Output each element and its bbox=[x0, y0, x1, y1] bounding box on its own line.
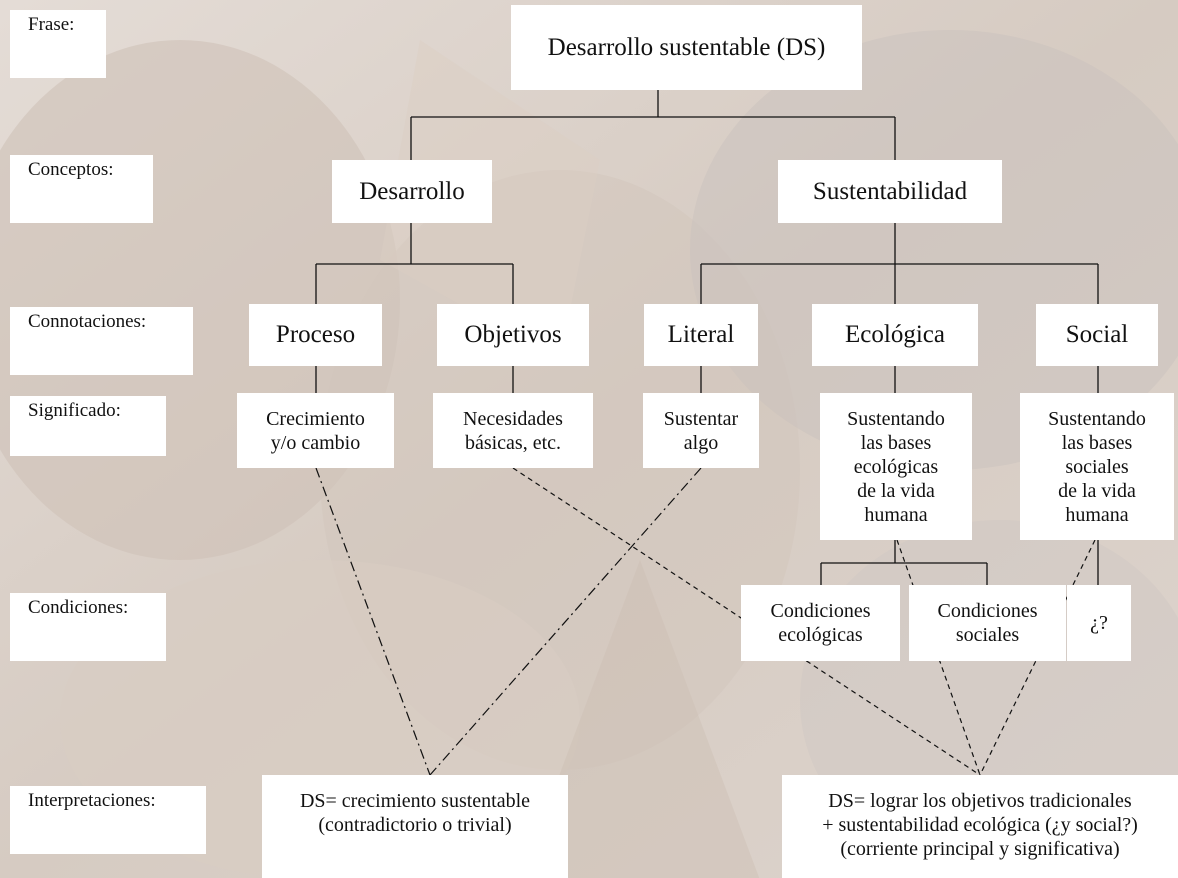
concept-sustentabilidad: Sustentabilidad bbox=[778, 160, 1002, 223]
meaning-sustentando-ecologicas: Sustentando las bases ecológicas de la v… bbox=[820, 393, 972, 540]
row-label-conceptos: Conceptos: bbox=[10, 155, 153, 223]
row-label-condiciones: Condiciones: bbox=[10, 593, 166, 661]
meaning-sustentando-sociales: Sustentando las bases sociales de la vid… bbox=[1020, 393, 1174, 540]
root-node: Desarrollo sustentable (DS) bbox=[511, 5, 862, 90]
connotation-ecologica: Ecológica bbox=[812, 304, 978, 366]
interpretation-right: DS= lograr los objetivos tradicionales +… bbox=[782, 775, 1178, 878]
condition-ecologicas: Condiciones ecológicas bbox=[741, 585, 900, 661]
row-label-connotaciones: Connotaciones: bbox=[10, 307, 193, 375]
concept-desarrollo: Desarrollo bbox=[332, 160, 492, 223]
connotation-literal: Literal bbox=[644, 304, 758, 366]
row-label-significado: Significado: bbox=[10, 396, 166, 456]
connotation-objetivos: Objetivos bbox=[437, 304, 589, 366]
condition-sociales: Condiciones sociales bbox=[909, 585, 1066, 661]
meaning-crecimiento: Crecimiento y/o cambio bbox=[237, 393, 394, 468]
row-label-frase: Frase: bbox=[10, 10, 106, 78]
interpretation-left: DS= crecimiento sustentable (contradicto… bbox=[262, 775, 568, 878]
connotation-proceso: Proceso bbox=[249, 304, 382, 366]
meaning-necesidades: Necesidades básicas, etc. bbox=[433, 393, 593, 468]
condition-unknown: ¿? bbox=[1067, 585, 1131, 661]
meaning-sustentar: Sustentar algo bbox=[643, 393, 759, 468]
connotation-social: Social bbox=[1036, 304, 1158, 366]
row-label-interpretaciones: Interpretaciones: bbox=[10, 786, 206, 854]
